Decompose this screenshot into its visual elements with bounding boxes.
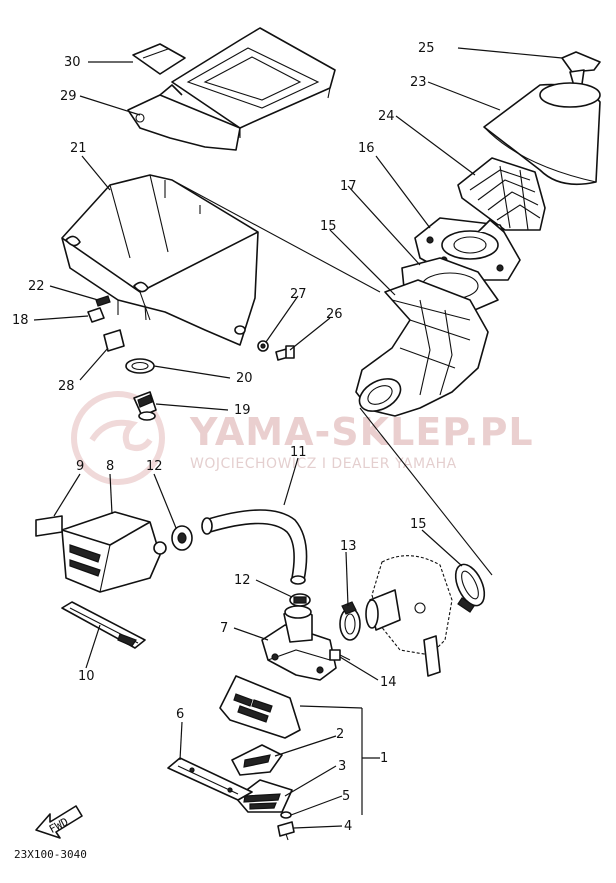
callout-22: 21 [70,141,87,156]
callout-5: 5 [342,789,350,804]
part-2-reed-stopper [231,744,283,776]
alignment-line-airbox [171,179,381,293]
part-31-cover-plate [132,43,186,75]
callout-6: 6 [176,707,184,722]
part-25-filter-cage [457,157,546,231]
part-carburetor-ghost [365,555,453,677]
callout-28: 27 [290,287,307,302]
callout-23: 22 [28,279,45,294]
part-16-intake-joint [355,279,489,417]
callout-1: 1 [380,751,388,766]
part-5-lock-washer [280,811,292,819]
part-10-strap [61,601,146,649]
part-4-screw [277,821,295,841]
leader-lines [33,47,563,829]
part-reed-assembly-top [219,675,301,739]
part-7-reed-housing [261,605,337,681]
part-12-clamp-upper [171,525,193,551]
callout-21: 20 [236,371,253,386]
callout-3: 3 [338,759,346,774]
callout-19: 18 [12,313,29,328]
part-24-filter-element [483,82,601,186]
part-14-bolt [329,649,351,661]
part-3-reed-petal [235,779,293,813]
callout-26: 25 [418,41,435,56]
diagram-code: 23X100-3040 [14,848,87,861]
watermark: YAMA-SKLEP.PL WOJCIECHOWICZ I DEALER YAM… [71,391,534,485]
callout-17: 16 [358,141,375,156]
part-19-grommet [87,307,105,323]
part-11-hose [201,509,308,585]
part-26-wing-nut [561,51,601,92]
watermark-logo-mark [89,419,153,451]
callout-11: 11 [290,445,307,460]
part-8-silencer-box [61,511,167,593]
part-28-washer [257,340,269,352]
part-13-clamp [339,601,361,641]
part-12-clamp-lower [289,593,311,607]
part-21-o-ring [125,358,155,374]
callout-10: 10 [78,669,95,684]
part-22-air-box [61,174,259,346]
callout-13: 13 [340,539,357,554]
part-15-clamp [454,563,486,613]
callout-30: 29 [60,89,77,104]
callout-24: 23 [410,75,427,90]
callout-7: 7 [220,621,228,636]
alignment-line-intake [359,407,493,576]
callout-8: 8 [106,459,114,474]
part-29-collar [103,329,125,352]
watermark-logo-icon [71,391,165,485]
callout-25: 24 [378,109,395,124]
callout-29: 28 [58,379,75,394]
callout-31: 30 [64,55,81,70]
watermark-title: YAMA-SKLEP.PL [189,410,534,454]
part-airbox-lid [171,27,336,138]
callout-4: 4 [344,819,352,834]
part-6-gasket [167,757,253,801]
callout-18: 17 [340,179,357,194]
part-20-drain-plug [133,391,157,421]
callout-12-upper: 12 [146,459,163,474]
callout-12-lower: 12 [234,573,251,588]
callouts: 30 29 21 25 23 24 16 17 15 22 18 28 20 1… [12,41,435,834]
callout-2: 2 [336,727,344,742]
callout-20: 19 [234,403,251,418]
callout-14: 14 [380,675,397,690]
callout-15: 15 [410,517,427,532]
watermark-subtitle: WOJCIECHOWICZ I DEALER YAMAHA [190,456,457,472]
part-9-label [35,515,63,537]
part-30-bracket [127,84,241,151]
callout-16: 15 [320,219,337,234]
callout-9: 9 [76,459,84,474]
callout-27: 26 [326,307,343,322]
part-23-clamp [95,295,111,307]
part-27-bolt [275,345,295,361]
fwd-arrow-icon: FWD [35,805,83,839]
